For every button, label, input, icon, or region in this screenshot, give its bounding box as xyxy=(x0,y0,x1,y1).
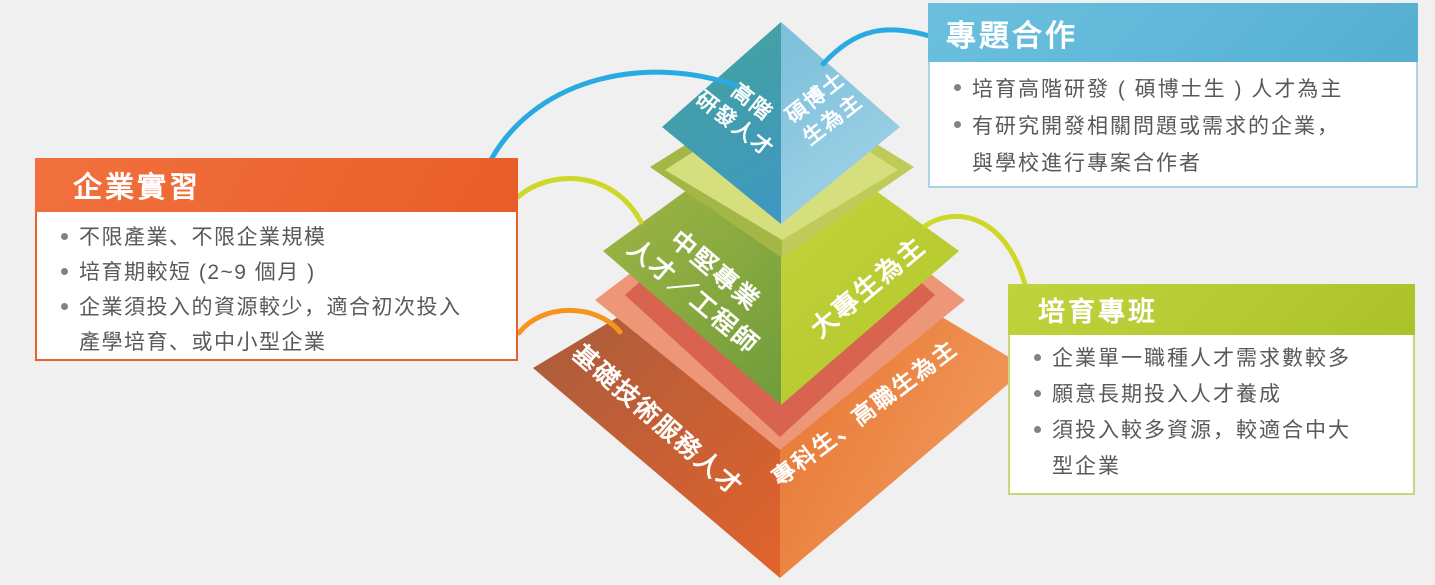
connector-internship-bottom-tier xyxy=(516,307,623,336)
connector-internship-middle-tier xyxy=(515,176,644,225)
connector-internship-top-tier xyxy=(489,69,740,161)
internship-card-body: 不限產業、不限企業規模 培育期較短 (2~9 個月 ) 企業須投入的資源較少，適… xyxy=(35,212,518,361)
internship-card-header: 企業實習 xyxy=(35,158,518,212)
cohort-card-body: 企業單一職種人才需求數較多 願意長期投入人才養成 須投入較多資源，較適合中大型企… xyxy=(1008,335,1415,495)
tier-top-right-face xyxy=(781,22,900,224)
internship-bullet-3: 企業須投入的資源較少，適合初次投入產學培育、或中小型企業 xyxy=(53,290,516,360)
project-card-title: 專題合作 xyxy=(946,19,1078,53)
tier-top-left-face xyxy=(662,22,781,224)
connector-middle-tier-cohort xyxy=(922,214,1029,291)
internship-card: 企業實習 不限產業、不限企業規模 培育期較短 (2~9 個月 ) 企業須投入的資… xyxy=(35,158,518,361)
cohort-card: 培育專班 企業單一職種人才需求數較多 願意長期投入人才養成 須投入較多資源，較適… xyxy=(1008,284,1415,495)
internship-card-title: 企業實習 xyxy=(73,172,202,204)
cohort-card-title: 培育專班 xyxy=(1038,297,1158,327)
cohort-bullet-3: 須投入較多資源，較適合中大型企業 xyxy=(1026,413,1413,485)
project-card-body: 培育高階研發 ( 碩博士生 ) 人才為主 有研究開發相關問題或需求的企業，與學校… xyxy=(928,62,1418,188)
connector-top-tier-project xyxy=(820,27,945,67)
cohort-bullet-1: 企業單一職種人才需求數較多 xyxy=(1026,341,1413,377)
project-bullet-1: 培育高階研發 ( 碩博士生 ) 人才為主 xyxy=(946,71,1416,108)
project-card-header: 專題合作 xyxy=(928,3,1418,62)
cohort-card-header: 培育專班 xyxy=(1008,284,1415,335)
internship-bullet-2: 培育期較短 (2~9 個月 ) xyxy=(53,255,516,290)
cohort-bullet-2: 願意長期投入人才養成 xyxy=(1026,377,1413,413)
project-card: 專題合作 培育高階研發 ( 碩博士生 ) 人才為主 有研究開發相關問題或需求的企… xyxy=(928,3,1418,188)
internship-bullet-1: 不限產業、不限企業規模 xyxy=(53,220,516,255)
project-bullet-2: 有研究開發相關問題或需求的企業，與學校進行專案合作者 xyxy=(946,108,1416,182)
